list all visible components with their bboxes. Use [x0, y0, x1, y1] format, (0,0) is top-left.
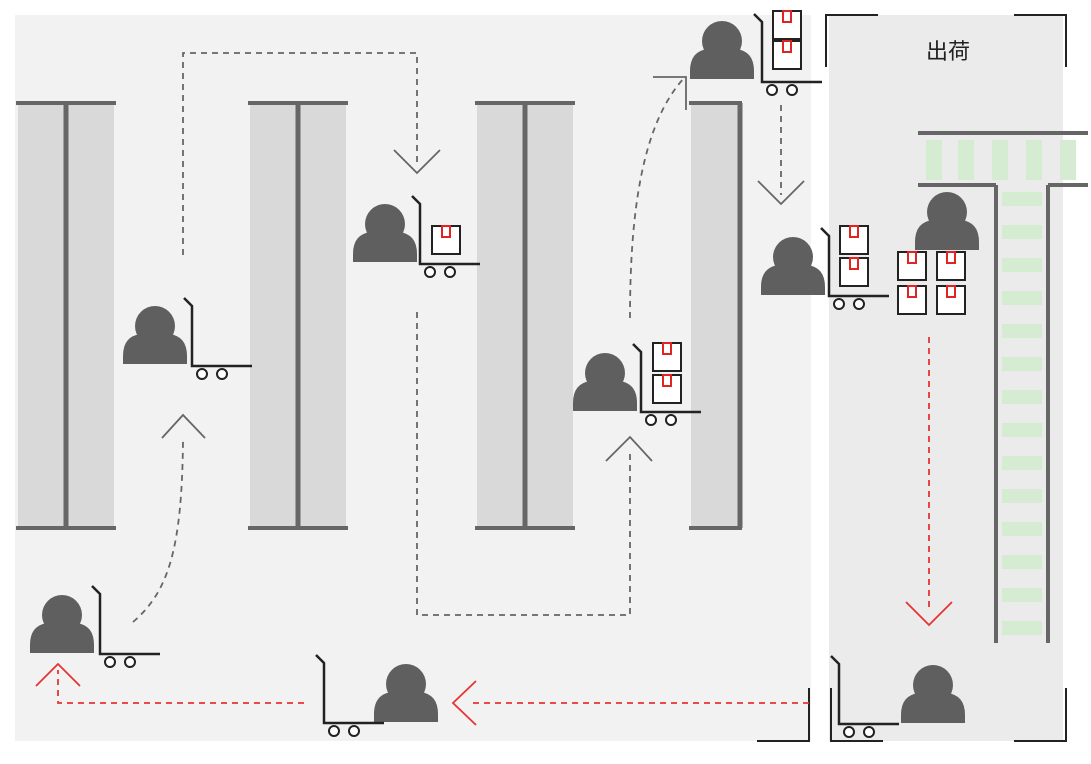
- shelf-rack-4: [689, 101, 743, 530]
- shipping-area: [829, 15, 1063, 741]
- conveyor: [918, 131, 1088, 643]
- shipping-area-brackets: [757, 14, 1067, 742]
- conveyor-rails: [918, 131, 1088, 643]
- conveyor-rollers: [926, 140, 1076, 635]
- shipping-zone-label: 出荷: [925, 40, 970, 65]
- picking-route-gray: [132, 52, 805, 623]
- return-route-red: [35, 337, 953, 726]
- shelf-rack-1: [16, 101, 116, 530]
- shelf-rack-3: [475, 101, 575, 530]
- shelf-rack-2: [248, 101, 348, 530]
